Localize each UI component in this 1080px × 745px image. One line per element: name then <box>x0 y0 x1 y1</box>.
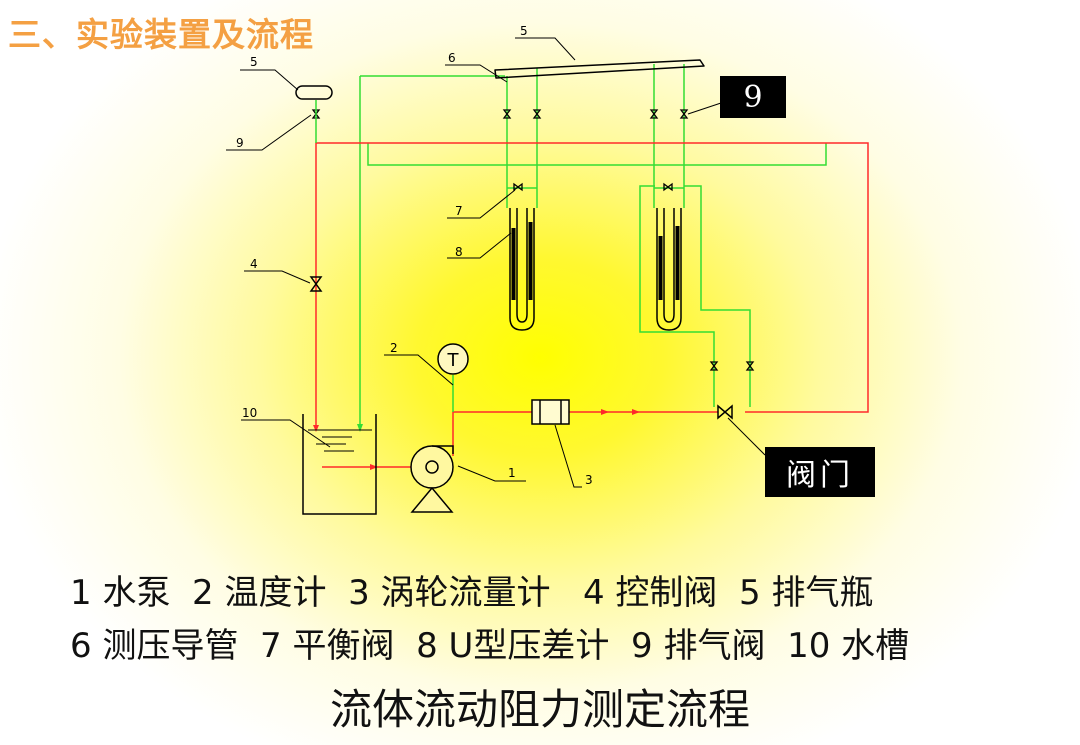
label-7: 7 <box>455 204 463 218</box>
manometer-fluid <box>511 222 680 300</box>
water-pump <box>410 445 454 513</box>
label-9-left: 9 <box>236 136 244 150</box>
water-tank <box>302 414 377 515</box>
label-5-left: 5 <box>250 55 258 69</box>
callout-vent-valve: 9 <box>720 76 786 118</box>
control-valve <box>309 276 323 292</box>
outlet-valve <box>717 404 733 420</box>
vent-valves <box>311 109 755 371</box>
gauge-label: T <box>447 350 460 371</box>
vent-bottles <box>295 59 705 100</box>
label-3: 3 <box>585 473 593 487</box>
temperature-gauge: T <box>437 343 469 412</box>
legend-line-2: 6 测压导管 7 平衡阀 8 U型压差计 9 排气阀 10 水槽 <box>70 626 910 666</box>
green-flow-arrow <box>357 424 363 432</box>
label-8: 8 <box>455 245 463 259</box>
pressure-lines <box>359 64 827 427</box>
balance-valves <box>513 182 673 192</box>
label-2: 2 <box>390 341 398 355</box>
leader-lines <box>226 37 766 488</box>
section-title: 三、实验装置及流程 <box>8 15 314 54</box>
label-1: 1 <box>508 466 516 480</box>
water-lines <box>315 142 869 468</box>
label-4: 4 <box>250 257 258 271</box>
callout-outlet-valve: 阀门 <box>765 447 875 497</box>
label-10: 10 <box>242 406 257 420</box>
label-5-right: 5 <box>520 24 528 38</box>
u-manometers <box>509 208 682 331</box>
diagram-caption: 流体流动阻力测定流程 <box>329 685 750 734</box>
legend-line-1: 1 水泵 2 温度计 3 涡轮流量计 4 控制阀 5 排气瓶 <box>70 573 874 613</box>
turbine-flowmeter <box>531 399 570 425</box>
flow-arrows <box>313 409 640 470</box>
label-6: 6 <box>448 51 456 65</box>
